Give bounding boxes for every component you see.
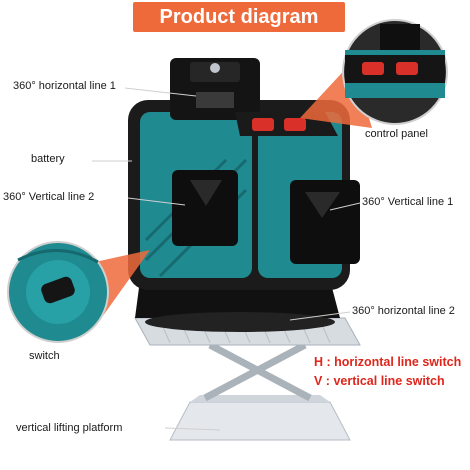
- page-title: Product diagram: [133, 2, 345, 32]
- label-battery: battery: [31, 153, 65, 165]
- label-vertical-line-2: 360° Vertical line 2: [3, 191, 95, 203]
- legend-h: H : horizontal line switch: [314, 355, 462, 369]
- switch-zoom: [7, 241, 150, 343]
- label-horizontal-line-1: 360° horizontal line 1: [13, 80, 116, 92]
- laser-level-device: [128, 58, 360, 290]
- label-vertical-line-1: 360° Vertical line 1: [362, 196, 454, 208]
- legend-v: V : vertical line switch: [314, 374, 445, 388]
- label-horizontal-line-2: 360° horizontal line 2: [352, 305, 455, 317]
- label-switch: switch: [29, 350, 60, 362]
- leader-lines: [92, 87, 361, 431]
- label-lifting-platform: vertical lifting platform: [16, 422, 123, 434]
- label-control-panel: control panel: [365, 128, 428, 140]
- control-panel-zoom: [300, 19, 448, 128]
